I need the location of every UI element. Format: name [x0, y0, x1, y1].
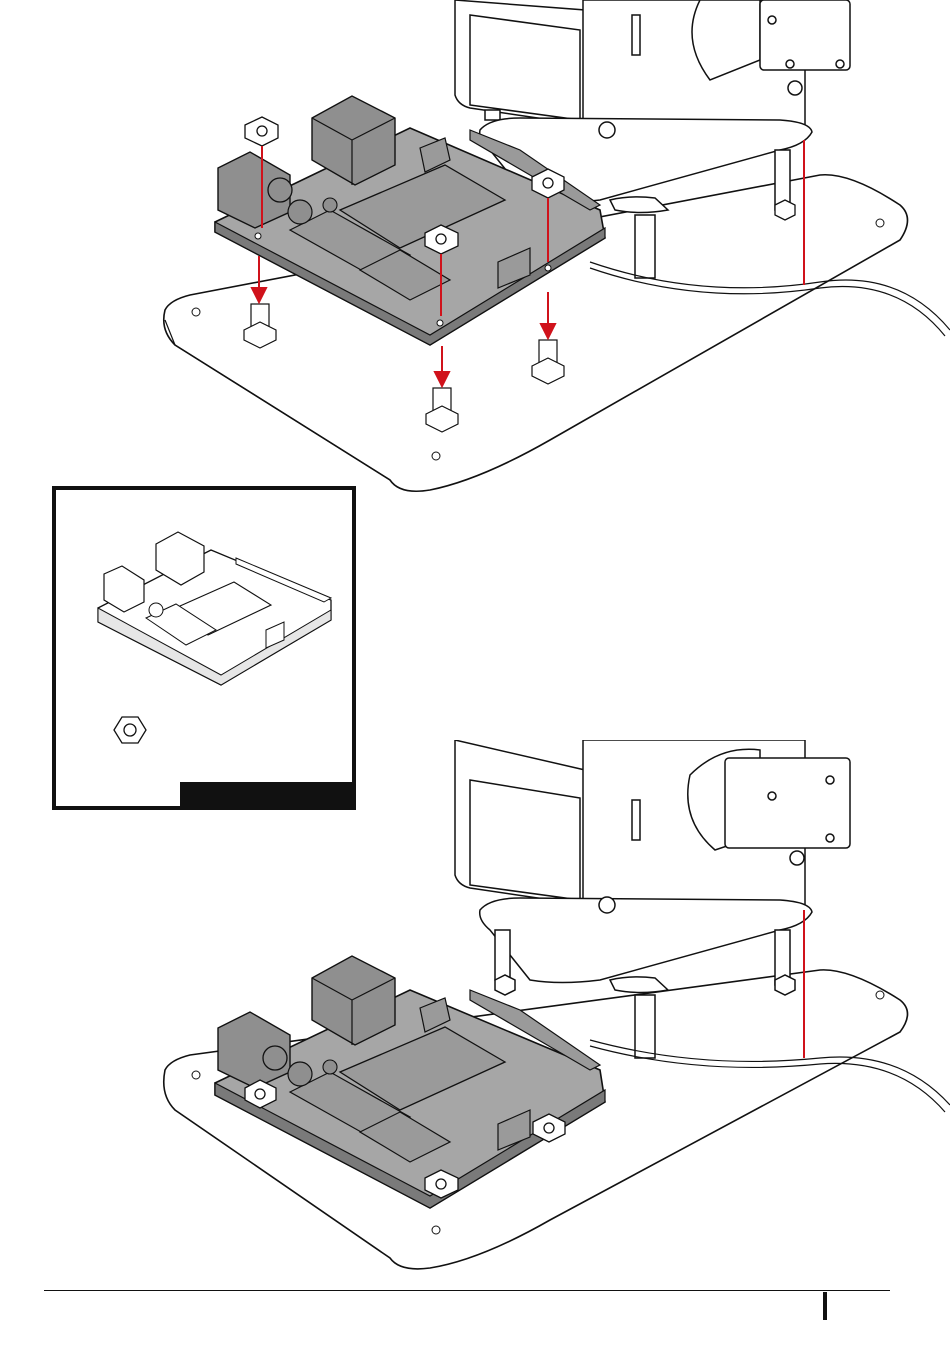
page-number-marker: [823, 1292, 827, 1320]
step-mount-board-illustration: [0, 0, 950, 500]
step-result-illustration: [0, 740, 950, 1300]
board-icon: [98, 532, 331, 685]
footer-rule: [44, 1290, 890, 1291]
